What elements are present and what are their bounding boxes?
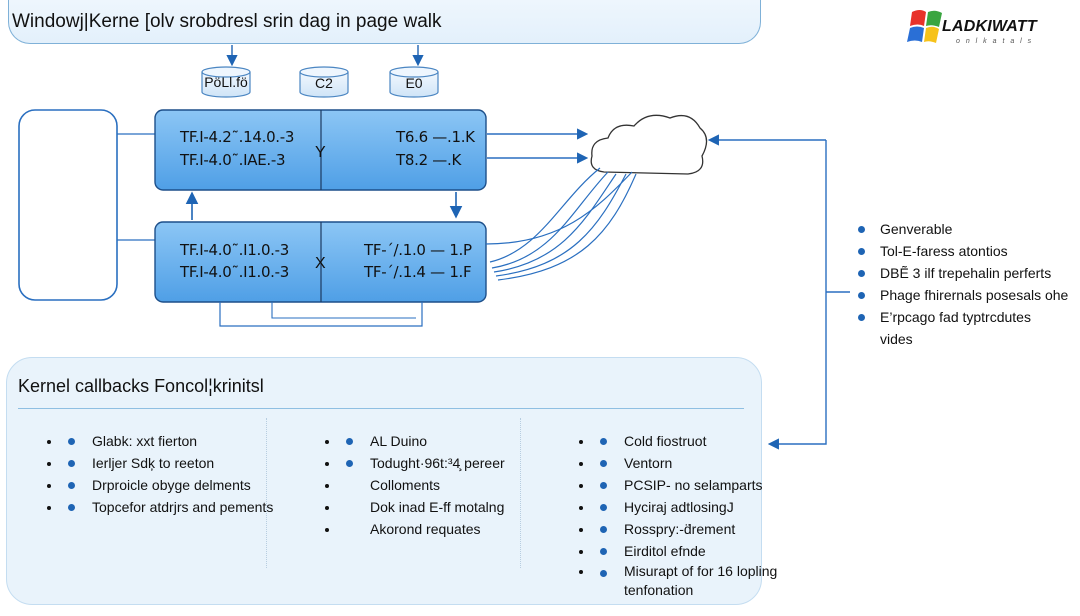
list-item: AL Duino: [340, 430, 505, 452]
panel-column-1: Glabk: xxt fierton Ierljer Sdķ to reeton…: [22, 414, 273, 534]
loop-under-lower-block: [219, 302, 423, 327]
list-item: Dok inad E-ff motalng: [340, 496, 505, 518]
list-item: DBẼ 3 ilf trepehalin perferts: [856, 262, 1076, 284]
list-item: Drproicle obyge delments: [62, 474, 273, 496]
panel-divider: [18, 408, 744, 409]
lower-right-line-1: TF-´/.1.0 — 1.P: [364, 241, 472, 259]
windows-flag-icon: [907, 10, 942, 43]
upper-left-line-1: TF.I-4.2˜.14.0.-3: [180, 128, 295, 146]
logo-tagline: o n l k a t a l s: [956, 38, 1034, 45]
page-title: Windowj|Kerne [olv srobdresl srin dag in…: [12, 11, 442, 32]
list-item: Cold fiostruot: [594, 430, 789, 452]
list-item: Akorond requates: [340, 518, 505, 540]
list-item: Topcefor atdrjrs and pements: [62, 496, 273, 518]
lower-right-line-2: TF-´/.1.4 — 1.F: [364, 263, 472, 281]
cylinder-label-e0: E0: [405, 75, 423, 91]
list-item: Ierljer Sdķ to reeton: [62, 452, 273, 474]
list-item: PCSIP- no selamparts: [594, 474, 789, 496]
list-item: Glabk: xxt fierton: [62, 430, 273, 452]
logo-wordmark: LADKIWATT: [942, 18, 1037, 35]
cloud-icon: [590, 114, 708, 175]
lower-left-line-2: TF.I-4.0˜.I1.0.-3: [180, 263, 290, 281]
upper-right-line-2: T8.2 —.K: [396, 151, 461, 169]
left-module-box: [18, 109, 118, 301]
list-item: Todught·96t:³4̧ pereer: [340, 452, 505, 474]
loop-inner: [271, 302, 416, 319]
list-item: Eirditol efnde: [594, 540, 789, 562]
upper-right-line-1: T6.6 —.1.K: [396, 128, 475, 146]
list-item: Hyciraj adtlosingJ: [594, 496, 789, 518]
right-feature-list: Genverable Tol-E-faress atontios DBẼ 3 …: [856, 218, 1076, 350]
panel-title: Kernel callbacks Foncol¦krinitsl: [18, 376, 264, 396]
brand-logo: LADKIWATT o n l k a t a l s: [902, 4, 1074, 52]
list-item: E’rpcago fad typtrcdutes vides: [856, 306, 1050, 350]
panel-column-3: Cold fiostruot Ventorn PCSIP- no selampa…: [554, 414, 789, 616]
list-item: Misurapt of for 16 lopling tenfonation: [594, 562, 789, 600]
cloud-to-lower-wires: [485, 167, 637, 281]
lower-center-glyph: X: [315, 255, 326, 272]
panel-column-2: AL Duino Todught·96t:³4̧ pereer Collomen…: [300, 414, 505, 556]
connector-to-panel: [767, 140, 827, 450]
lower-left-line-1: TF.I-4.0˜.I1.0.-3: [180, 241, 290, 259]
list-item: Genverable: [856, 218, 1076, 240]
list-item: Rosspry:-d̈rement: [594, 518, 789, 540]
upper-center-glyph: Y: [315, 144, 326, 161]
list-item: Ventorn: [594, 452, 789, 474]
cylinder-e0: [389, 66, 439, 98]
list-item: Tol-E-faress atontios: [856, 240, 1076, 262]
cylinder-label-pdl: PöLl.fö: [204, 74, 248, 90]
list-item: Colloments: [340, 474, 505, 496]
upper-left-line-2: TF.I-4.0˜.IAE.-3: [180, 151, 286, 169]
column-divider-2: [520, 418, 521, 568]
cylinder-label-c2: C2: [315, 75, 333, 91]
list-item: Phage fhirernals posesals ohe: [856, 284, 1076, 306]
cylinder-c2: [299, 66, 349, 98]
column-divider-1: [266, 418, 267, 568]
title-bar: [8, 0, 761, 44]
cylinder-pdl: [201, 66, 251, 98]
kernel-callbacks-panel: [6, 357, 762, 605]
